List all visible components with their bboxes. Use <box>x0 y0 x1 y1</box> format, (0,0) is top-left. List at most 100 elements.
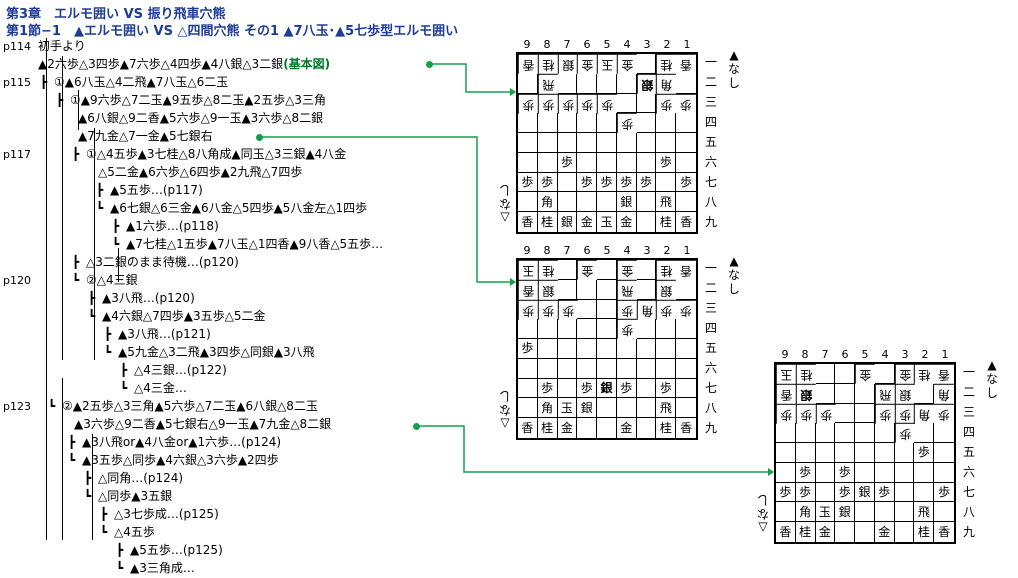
shogi-piece: 歩 <box>616 172 637 193</box>
empty-square <box>934 502 954 523</box>
tree-branch-glyph: ┗ <box>120 381 128 395</box>
move-sequence: ▲6八銀△9二香▲5六歩△9一玉▲3六歩△8二銀 <box>78 109 323 128</box>
empty-square <box>616 133 637 153</box>
empty-square <box>676 192 696 213</box>
empty-square <box>616 358 637 379</box>
empty-square <box>914 482 935 503</box>
tree-branch-glyph: ┗ <box>116 561 124 575</box>
shogi-piece: 歩 <box>518 172 538 193</box>
empty-square <box>597 113 617 134</box>
file-label: 3 <box>643 38 651 51</box>
page-ref: p123 <box>3 400 31 413</box>
empty-square <box>597 192 617 213</box>
move-sequence: ▲5五歩…(p117) <box>110 181 203 200</box>
shogi-grid: 香桂銀金玉金桂香飛銀角歩歩歩歩歩歩歩歩歩歩歩歩歩歩歩歩歩角銀飛香桂銀金玉金桂香 <box>516 52 698 234</box>
sente-hand: しな△ <box>498 389 512 431</box>
empty-square <box>557 192 578 213</box>
move-sequence: △3七歩成…(p125) <box>114 505 219 524</box>
link-dot <box>256 134 263 141</box>
rank-label: 八 <box>704 195 717 209</box>
shogi-piece: 歩 <box>815 403 836 424</box>
shogi-piece: 歩 <box>676 93 696 114</box>
move-text: ▲5五歩…(p125) <box>130 543 223 557</box>
link-dot <box>426 61 433 68</box>
move-sequence: △3二銀のまま待機…(p120) <box>86 253 239 272</box>
empty-square <box>894 502 915 523</box>
file-label: 4 <box>623 38 631 51</box>
rank-label: 七 <box>704 175 717 189</box>
rank-label: 四 <box>704 321 717 335</box>
hand-char: △ <box>500 417 510 431</box>
tree-branch-glyph: ┗ <box>72 273 80 287</box>
empty-square <box>676 280 696 300</box>
empty-square <box>676 74 696 94</box>
tree-branch-line <box>78 90 79 130</box>
rank-label: 二 <box>704 75 717 89</box>
empty-square <box>557 172 578 193</box>
shogi-piece: 歩 <box>557 299 578 320</box>
shogi-piece: 角 <box>934 383 954 404</box>
shogi-piece: 銀 <box>835 502 856 523</box>
shogi-piece: 香 <box>680 421 693 436</box>
shogi-piece: 桂 <box>656 418 677 438</box>
shogi-piece: 歩 <box>795 482 816 503</box>
move-sequence: △同角…(p124) <box>98 469 183 488</box>
tree-branch-glyph: ┗ <box>112 237 120 251</box>
empty-square <box>597 73 617 94</box>
shogi-piece: 歩 <box>795 462 816 483</box>
file-label: 1 <box>683 244 691 257</box>
rank-label: 九 <box>704 421 717 435</box>
empty-square <box>855 403 875 424</box>
rank-label: 九 <box>962 525 975 539</box>
empty-square <box>518 113 538 134</box>
move-text: △4三銀…(p122) <box>134 363 227 377</box>
move-text: ②▲2五歩△3三角▲5六歩△7二玉▲6八銀△8二玉 <box>62 399 318 413</box>
empty-square <box>676 398 696 419</box>
move-text: ▲3八飛…(p121) <box>118 327 211 341</box>
page-ref: p117 <box>3 148 31 161</box>
move-sequence: ▲3八飛…(p121) <box>118 325 211 344</box>
shogi-piece: 歩 <box>934 483 954 503</box>
file-label: 3 <box>643 244 651 257</box>
shogi-piece: 歩 <box>656 152 677 173</box>
move-text: ▲1六歩…(p118) <box>126 219 219 233</box>
shogi-piece: 香 <box>518 212 538 232</box>
move-sequence: ▲3八飛or▲4八金or▲1六歩…(p124) <box>82 433 281 452</box>
tree-branch-line <box>118 248 119 282</box>
empty-square <box>577 152 598 173</box>
empty-square <box>636 133 657 153</box>
tree-branch-glyph: ┗ <box>100 525 108 539</box>
move-sequence: ▲7九金△7一金▲5七銀右 <box>78 127 213 146</box>
shogi-piece: 歩 <box>835 462 856 483</box>
shogi-piece: 玉 <box>597 54 617 74</box>
section-title: 第1節−1 ▲エルモ囲い VS △四間穴熊 その1 ▲7八玉･▲5七歩型エルモ囲… <box>6 24 459 39</box>
empty-square <box>815 443 836 463</box>
shogi-piece: 飛 <box>656 192 677 213</box>
empty-square <box>577 358 598 379</box>
shogi-piece: 歩 <box>616 319 637 340</box>
empty-square <box>656 339 677 359</box>
shogi-piece: 香 <box>934 364 954 384</box>
rank-label: 八 <box>962 505 975 519</box>
empty-square <box>835 364 856 384</box>
empty-square <box>934 443 954 463</box>
empty-square <box>557 358 578 379</box>
shogi-piece: 桂 <box>796 522 816 542</box>
tree-branch-line <box>94 128 95 360</box>
empty-square <box>835 423 856 444</box>
move-text: △5二金▲6六歩△6四歩▲2九飛△7四歩 <box>98 165 303 179</box>
empty-square <box>577 319 598 340</box>
hand-char: △ <box>758 521 768 535</box>
empty-square <box>518 73 538 94</box>
move-sequence: △5二金▲6六歩△6四歩▲2九飛△7四歩 <box>98 163 302 182</box>
shogi-piece: 歩 <box>934 403 954 424</box>
shogi-piece: 銀 <box>557 54 578 74</box>
empty-square <box>835 443 856 463</box>
file-label: 5 <box>861 348 869 361</box>
move-text: ▲3八飛…(p120) <box>102 291 195 305</box>
shogi-piece: 桂 <box>656 212 677 232</box>
shogi-piece: 角 <box>636 299 657 320</box>
shogi-piece: 香 <box>676 260 696 280</box>
shogi-piece: 歩 <box>616 113 637 134</box>
connector-base <box>430 63 510 93</box>
